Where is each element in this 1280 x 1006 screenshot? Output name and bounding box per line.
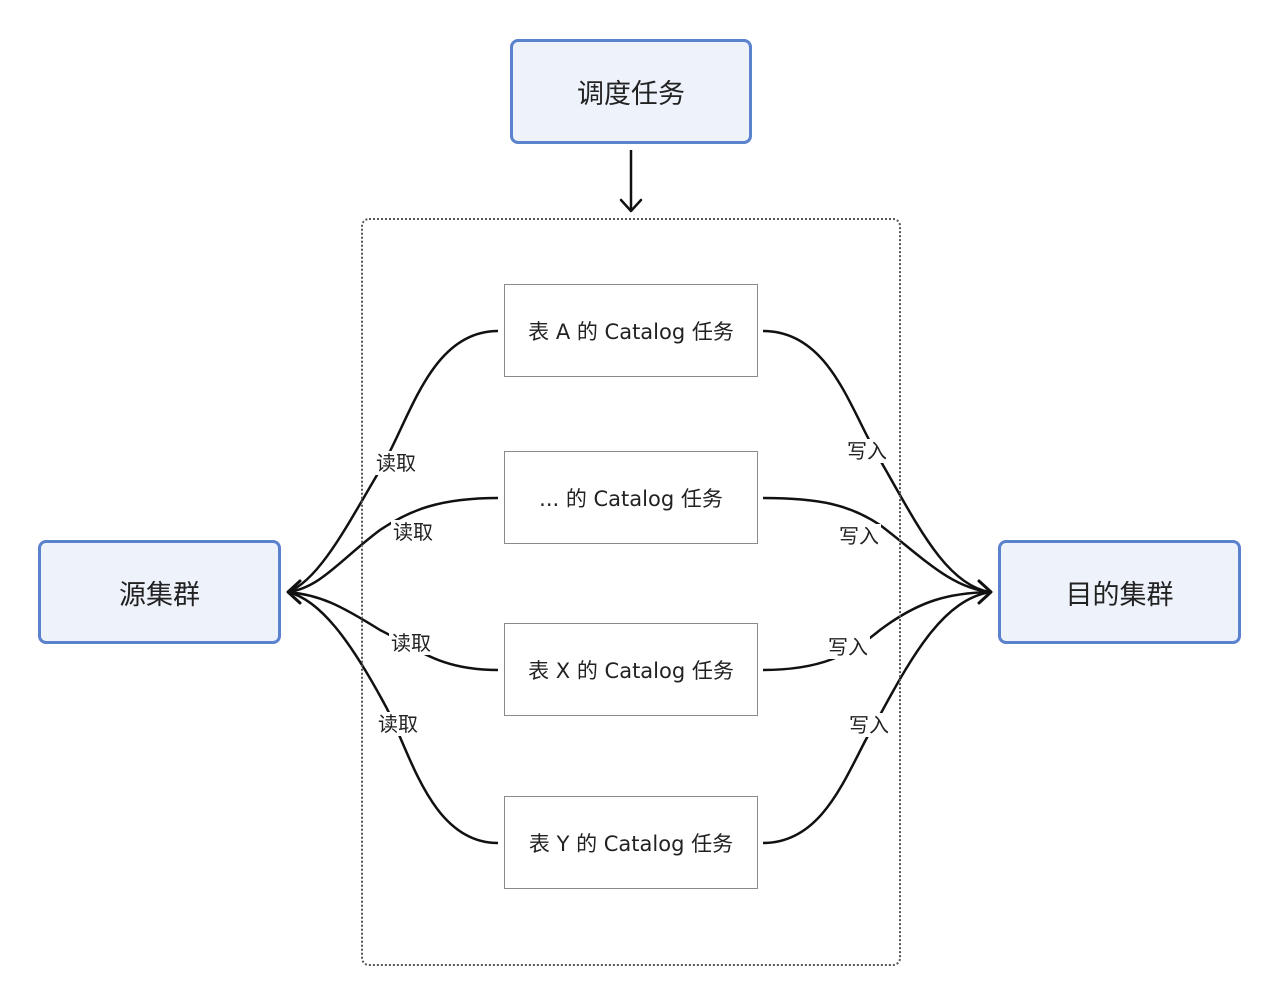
write-label-x: 写入 — [826, 635, 870, 659]
task-node-table-y: 表 Y 的 Catalog 任务 — [504, 796, 758, 889]
source-cluster-node: 源集群 — [38, 540, 281, 644]
arrowhead-scheduler — [619, 198, 643, 213]
scheduler-node: 调度任务 — [510, 39, 752, 144]
arrowhead-target — [977, 579, 993, 605]
task-node-table-etc: ... 的 Catalog 任务 — [504, 451, 758, 544]
arrowhead-source — [286, 579, 302, 605]
task-group-container — [361, 218, 901, 966]
write-label-a: 写入 — [845, 439, 889, 463]
edge-read-x — [287, 590, 499, 672]
write-label-y: 写入 — [847, 713, 891, 737]
read-label-etc: 读取 — [391, 520, 435, 544]
write-label-etc: 写入 — [837, 524, 881, 548]
read-label-x: 读取 — [389, 631, 433, 655]
edge-read-y — [287, 590, 499, 845]
edge-write-x — [762, 590, 991, 672]
read-label-a: 读取 — [374, 451, 418, 475]
read-label-y: 读取 — [376, 712, 420, 736]
edge-read-etc — [287, 496, 499, 594]
task-node-table-x: 表 X 的 Catalog 任务 — [504, 623, 758, 716]
target-cluster-node: 目的集群 — [998, 540, 1241, 644]
task-node-table-a: 表 A 的 Catalog 任务 — [504, 284, 758, 377]
